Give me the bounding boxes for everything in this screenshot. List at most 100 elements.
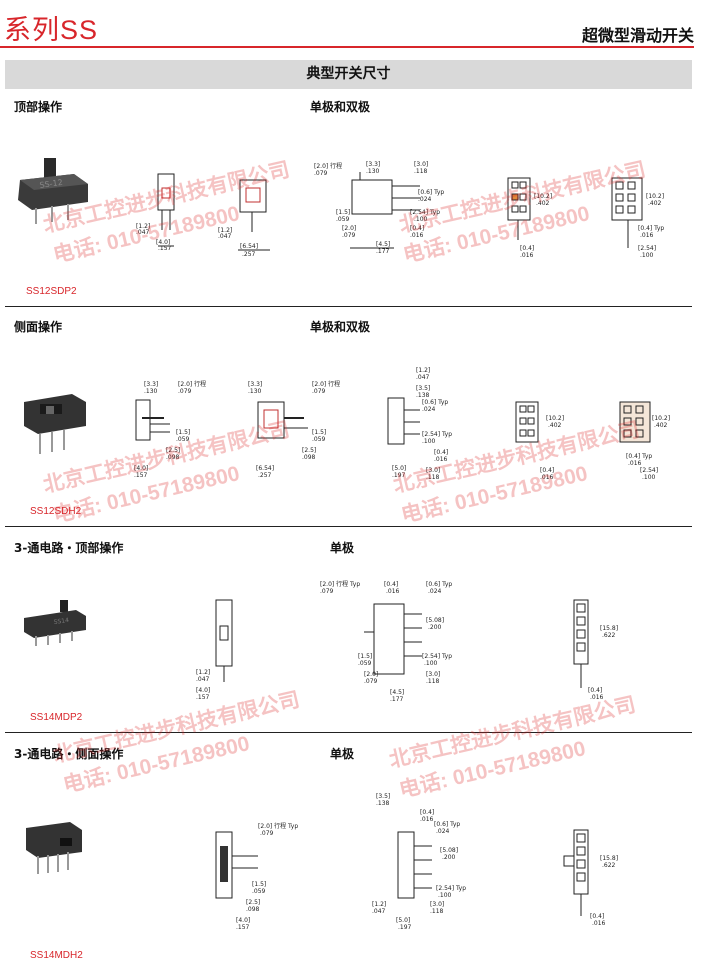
drawing-side-footprints: [10.2] .402 [0.4] .016 [10.2] .402 [0.4]… [515, 401, 670, 481]
dim-label: [3.0] [430, 901, 444, 908]
dim-label: [1.5] [252, 881, 266, 888]
dim-label: [5.08] [426, 617, 444, 624]
dim-label: [5.0] [392, 465, 406, 472]
dim-label: .402 [548, 422, 562, 429]
dim-label: .197 [398, 924, 412, 931]
dim-label: .047 [218, 233, 232, 240]
dim-label: [10.2] [652, 415, 670, 422]
dim-label: .016 [420, 816, 434, 823]
dim-label: .016 [410, 232, 424, 239]
dim-label: [2.54] [640, 467, 658, 474]
dim-label: .059 [252, 888, 266, 895]
section-3-pole-label: 单极 [330, 541, 355, 555]
header-rule [0, 46, 694, 48]
part-number-ss12sdp2: SS12SDP2 [26, 286, 77, 297]
dim-label: [10.2] [534, 193, 552, 200]
dim-label: .402 [654, 422, 668, 429]
dim-label: .047 [136, 229, 150, 236]
section-banner: 典型开关尺寸 [5, 60, 692, 89]
dim-label: [0.4] [588, 687, 602, 694]
drawing-top-front: [1.2] .047 [4.0] .157 [1.2] .047 [6.54] … [136, 173, 270, 258]
dim-label: .257 [242, 251, 256, 258]
dim-label: .098 [302, 454, 316, 461]
dim-label: .016 [386, 588, 400, 595]
drawing-3way-side-footprint: [15.8] .622 [0.4] .016 [563, 829, 618, 927]
switch-photo-ss12sdh2 [24, 394, 86, 454]
dim-label: .016 [628, 460, 642, 467]
dim-label: .079 [314, 170, 328, 177]
section-3-label: 3-通电路・顶部操作 [14, 541, 124, 555]
drawing-3way-top-footprint: [15.8] .622 [0.4] .016 [573, 599, 618, 701]
dim-label: [4.0] [236, 917, 250, 924]
dim-label: [2.0] 行程 [314, 162, 342, 170]
dim-label: [1.2] [136, 223, 150, 230]
drawing-3way-top-side: [2.0] 行程 Typ .079 [0.4] .016 [0.6] Typ .… [320, 580, 452, 703]
dim-label: .257 [258, 472, 272, 479]
dim-label: .157 [134, 472, 148, 479]
dim-label: [3.5] [416, 385, 430, 392]
dim-label: .118 [430, 908, 444, 915]
dim-label: .622 [602, 632, 616, 639]
drawing-top-side: [2.0] 行程 .079 [3.3] .130 [3.0] .118 [0.6… [314, 161, 444, 255]
dim-label: [2.54] Typ [422, 431, 452, 438]
dim-label: [1.5] [176, 429, 190, 436]
switch-photo-ss14mdp2: SS14 [24, 600, 86, 646]
section-1-pole-label: 单极和双极 [310, 100, 371, 114]
dim-label: .059 [312, 436, 326, 443]
section-divider [5, 732, 692, 733]
svg-text:SS14: SS14 [53, 617, 69, 626]
dim-label: [3.5] [376, 793, 390, 800]
dim-label: [0.4] Typ [638, 225, 664, 232]
dim-label: .157 [236, 924, 250, 931]
dim-label: .130 [248, 388, 262, 395]
part-number-ss14mdp2: SS14MDP2 [30, 712, 83, 723]
dim-label: .016 [592, 920, 606, 927]
dim-label: [0.4] [590, 913, 604, 920]
dim-label: [2.0] [364, 671, 378, 678]
drawing-side-side: [1.2] .047 [3.5] .138 [0.6] Typ .024 [2.… [387, 367, 452, 481]
dim-label: .024 [436, 828, 450, 835]
dim-label: [2.5] [302, 447, 316, 454]
dim-label: .100 [642, 474, 656, 481]
drawing-3way-top-front: [1.2] .047 [4.0] .157 [196, 599, 233, 701]
dim-label: .016 [520, 252, 534, 259]
switch-photo-ss14mdh2 [26, 822, 82, 874]
section-4-pole-label: 单极 [330, 747, 355, 761]
dim-label: [2.5] [166, 447, 180, 454]
dim-label: [0.4] Typ [626, 453, 652, 460]
dim-label: .177 [376, 248, 390, 255]
dim-label: [3.3] [248, 381, 262, 388]
svg-text:SS-12: SS-12 [39, 178, 63, 190]
dim-label: .024 [418, 196, 432, 203]
dim-label: .138 [376, 800, 390, 807]
dim-label: .130 [366, 168, 380, 175]
dim-label: [2.54] Typ [422, 653, 452, 660]
dim-label: [1.5] [312, 429, 326, 436]
dim-label: .138 [416, 392, 430, 399]
dim-label: [1.2] [372, 901, 386, 908]
dim-label: .118 [426, 474, 440, 481]
dim-label: .130 [144, 388, 158, 395]
dim-label: [1.5] [336, 209, 350, 216]
dim-label: .047 [416, 374, 430, 381]
dim-label: .059 [176, 436, 190, 443]
dim-label: .024 [428, 588, 442, 595]
series-title: 系列SS [4, 15, 99, 45]
dim-label: [4.5] [376, 241, 390, 248]
dim-label: [2.54] [638, 245, 656, 252]
dim-label: .016 [590, 694, 604, 701]
dim-label: [0.4] [520, 245, 534, 252]
dim-label: .047 [196, 676, 210, 683]
dim-label: .079 [260, 830, 274, 837]
dim-label: .079 [312, 388, 326, 395]
dim-label: [0.4] [540, 467, 554, 474]
dim-label: [2.0] 行程 Typ [258, 822, 298, 830]
dim-label: [2.0] 行程 [312, 380, 340, 388]
dim-label: [0.4] [384, 581, 398, 588]
dim-label: .100 [438, 892, 452, 899]
dim-label: .016 [640, 232, 654, 239]
dim-label: [15.8] [600, 625, 618, 632]
dim-label: [1.2] [218, 227, 232, 234]
dim-label: .197 [392, 472, 406, 479]
dim-label: [2.54] Typ [436, 885, 466, 892]
